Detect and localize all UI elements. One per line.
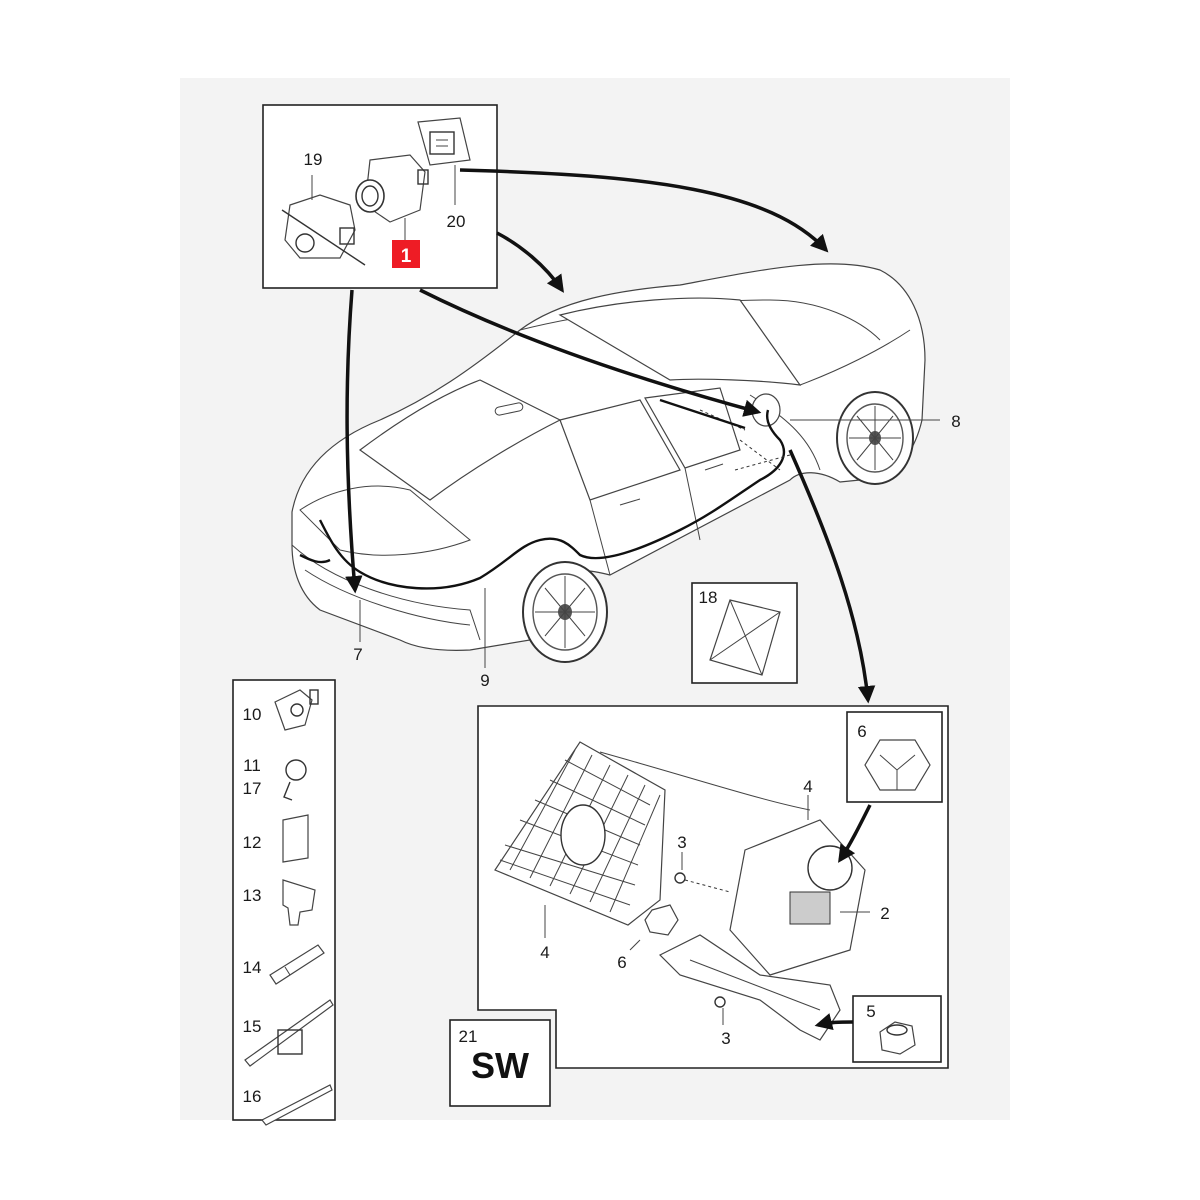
callout-15: 15 — [243, 1017, 262, 1036]
nut-icon — [644, 904, 679, 936]
clip-icon — [274, 689, 319, 731]
screw-icon — [674, 872, 731, 893]
callout-13: 13 — [243, 886, 262, 905]
callout-20: 20 — [447, 212, 466, 231]
callout-6-module: 6 — [617, 953, 626, 972]
callout-16: 16 — [243, 1087, 262, 1106]
callout-3-top: 3 — [677, 833, 686, 852]
screw-icon — [283, 759, 307, 801]
fuse-icon — [282, 879, 316, 926]
callout-9: 9 — [480, 671, 489, 690]
callout-3-bottom: 3 — [721, 1029, 730, 1048]
callout-11: 11 — [243, 756, 261, 775]
control-module-icon — [729, 819, 866, 976]
screw-icon — [714, 996, 726, 1008]
cable-tie-long-icon — [261, 1084, 333, 1126]
wiring-harness — [299, 398, 791, 590]
fuse-tube-icon — [269, 944, 325, 985]
callout-21: 21 — [459, 1027, 478, 1046]
callout-2: 2 — [880, 904, 889, 923]
callout-14: 14 — [243, 958, 262, 977]
nut-icon — [879, 1021, 916, 1055]
foam-pad-icon — [709, 599, 781, 676]
callout-1: 1 — [401, 246, 412, 267]
front-wheel-icon — [836, 391, 914, 485]
connector-icon — [417, 117, 471, 166]
callout-4-cover: 4 — [540, 943, 549, 962]
mesh-cover-icon — [494, 741, 811, 926]
cable-tie-icon — [244, 999, 334, 1067]
sw-badge-label: SW — [471, 1045, 529, 1086]
label-sheet-icon — [282, 814, 309, 863]
callout-10: 10 — [243, 705, 262, 724]
sw-badge — [449, 1019, 551, 1107]
callout-5: 5 — [866, 1002, 875, 1021]
car-body-icon — [291, 263, 926, 651]
callout-18: 18 — [699, 588, 718, 607]
nut-icon — [864, 739, 931, 791]
camera-bracket-icon — [281, 194, 366, 266]
callout-19: 19 — [304, 150, 323, 169]
callout-4-bracket: 4 — [803, 777, 812, 796]
callout-12: 12 — [243, 833, 262, 852]
rear-wheel-icon — [522, 561, 608, 663]
callout-8: 8 — [951, 412, 960, 431]
highlight-box — [392, 240, 420, 268]
connection-arrows — [345, 168, 876, 704]
callout-6-box: 6 — [857, 722, 866, 741]
callout-17: 17 — [243, 779, 262, 798]
camera-unit-icon — [355, 154, 429, 223]
callout-7: 7 — [353, 645, 362, 664]
